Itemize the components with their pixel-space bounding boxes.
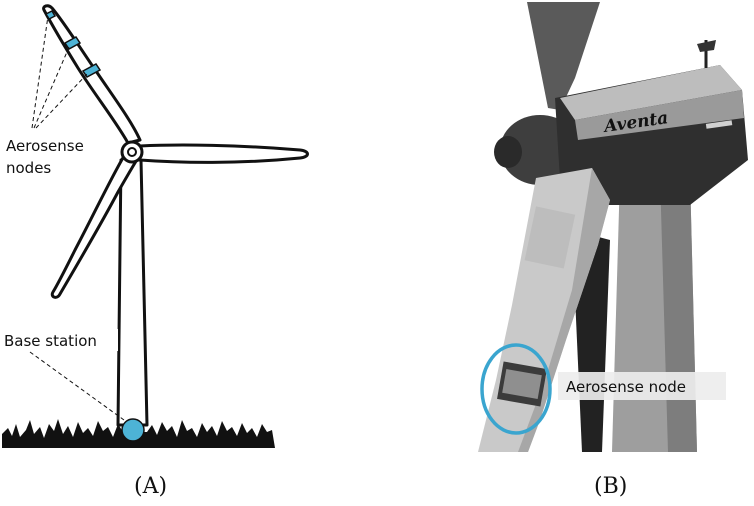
base-station-label-bg [2,329,118,351]
aerosense-node-label: Aerosense node [566,378,686,396]
aerosense-node-label-bg [558,372,726,400]
base-station-label: Base station [4,332,97,350]
aerosense-nodes-label-line1: Aerosense [6,137,84,155]
leader-line [33,44,71,129]
panel-b: Aventa Aerosense node (B) [478,2,748,499]
photo-front-blade-edge [518,168,610,452]
aerosense-node-highlight [480,343,552,435]
leader-line [29,351,125,421]
panel-a: Aerosense nodes Base station (A) [2,4,309,499]
tower [116,158,149,427]
base-station-marker [121,418,145,442]
photo-nacelle-vent [705,120,733,129]
rotor-hub-inner [127,147,137,157]
photo-node-device-face [502,369,542,399]
photo-sensor-head [697,40,716,52]
blade-lower-left [50,154,140,299]
photo-nacelle-top [560,65,742,120]
photo-blade-panel [524,206,576,269]
aerosense-nodes-label-line2: nodes [6,159,51,177]
node-marker [63,36,82,50]
leader-line [35,72,89,129]
photo-upper-blade [527,2,600,110]
caption-a: (A) [134,474,167,499]
photo-spinner-tip [494,136,522,168]
blade-right [138,143,309,164]
leader-line [31,15,49,129]
caption-b: (B) [594,474,627,499]
photo-nacelle-side-panel [575,90,744,140]
